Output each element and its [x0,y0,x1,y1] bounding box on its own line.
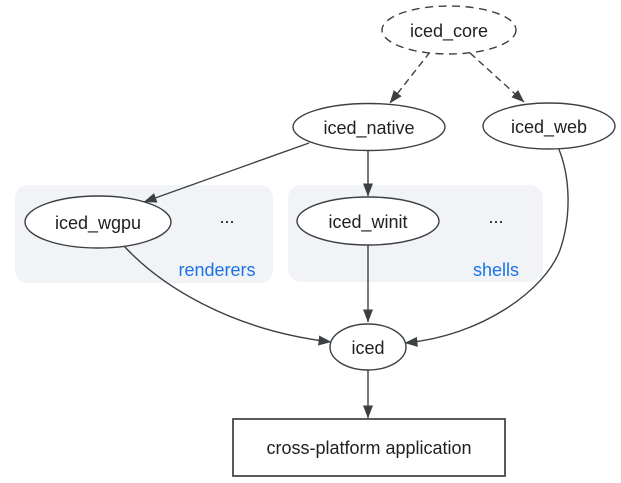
node-iced-native-label: iced_native [323,118,414,139]
shells-group-label: shells [473,260,519,280]
node-application-shape [232,418,506,477]
node-iced-web-label: iced_web [511,117,587,138]
edge-iced-wgpu-to-iced [123,245,332,346]
node-application-label: cross-platform application [266,438,471,458]
node-iced-web-shape [482,102,616,150]
node-iced-core-shape [381,5,517,55]
node-iced-core-label: iced_core [410,21,488,42]
edge-iced-core-to-iced-native [389,51,431,104]
shells-ellipsis: ... [488,207,503,227]
renderers-ellipsis: ... [219,207,234,227]
node-iced-wgpu-label: iced_wgpu [55,213,141,234]
node-iced-winit-label: iced_winit [328,212,407,233]
node-iced-wgpu-shape [24,195,172,249]
renderers-group-label: renderers [178,260,255,280]
node-iced-winit-shape [296,196,440,246]
edge-iced-native-to-iced-wgpu [143,142,310,203]
node-iced-native-shape [292,102,446,152]
node-iced-label: iced [351,338,384,358]
edge-iced-core-to-iced-web [469,52,525,103]
edge-iced-web-to-iced [404,146,569,347]
node-iced-shape [329,323,407,371]
